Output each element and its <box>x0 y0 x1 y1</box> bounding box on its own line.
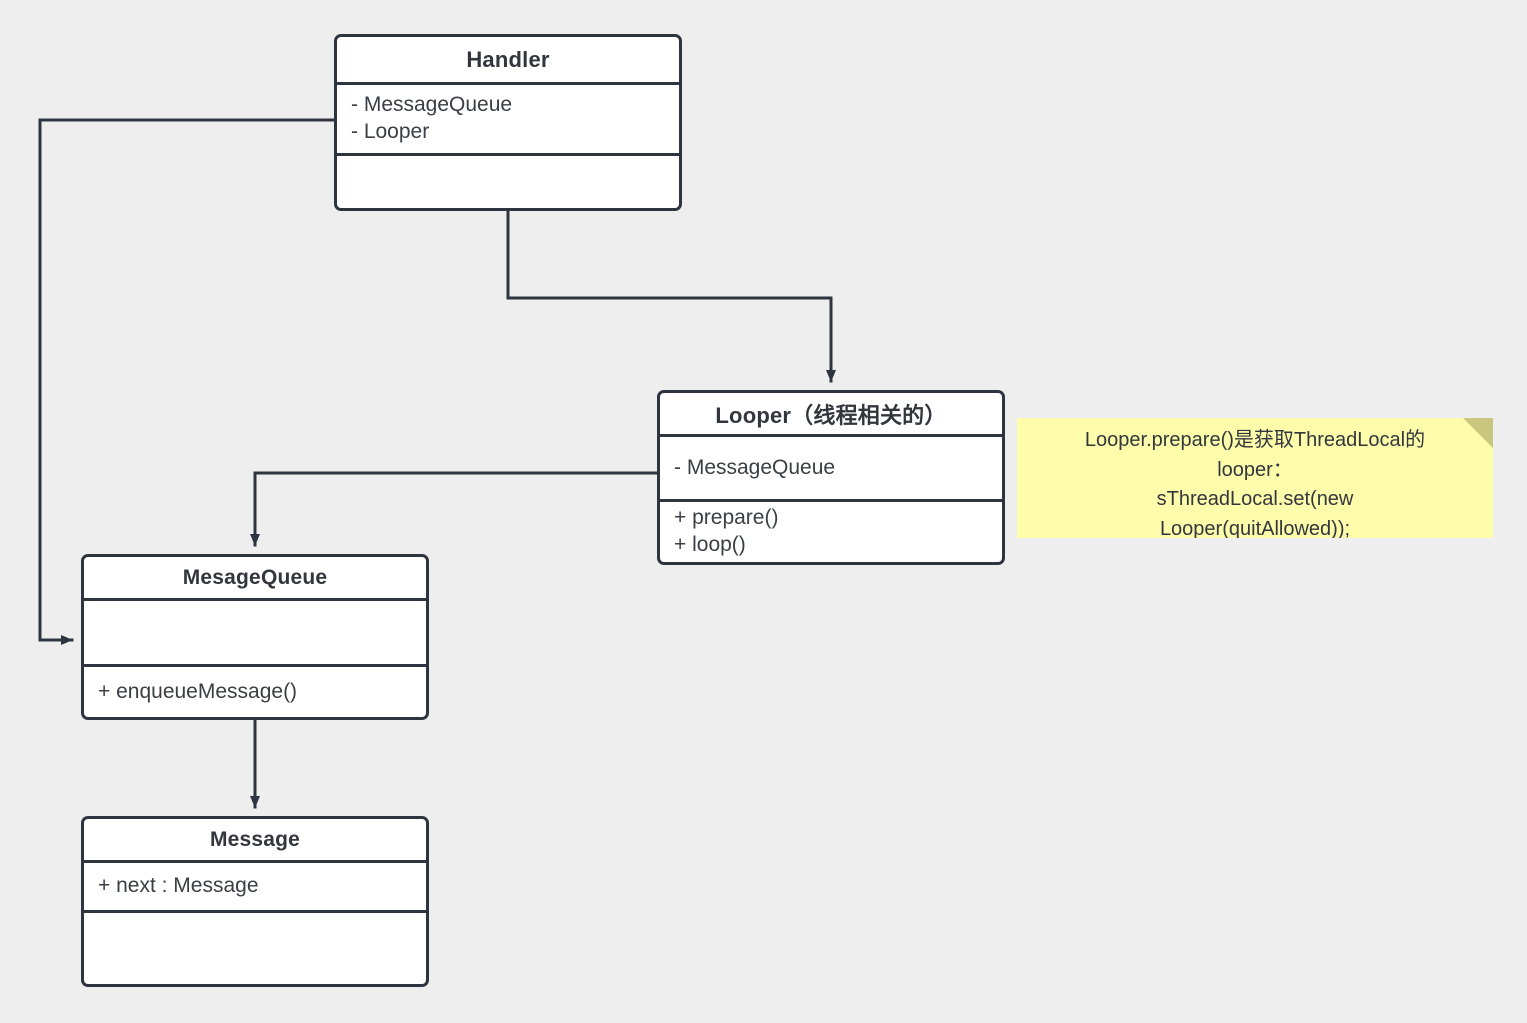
operations-compartment-looper: + prepare() + loop() <box>660 499 1002 562</box>
attribute-row: - Looper <box>351 120 430 143</box>
attribute-row: + next : Message <box>98 874 259 898</box>
note-line: looper： <box>1217 458 1293 481</box>
note-line: Looper(quitAllowed)); <box>1159 517 1351 538</box>
operation-row: + loop() <box>674 533 746 556</box>
operation-row: + enqueueMessage() <box>98 679 298 703</box>
class-name-message: Message <box>209 827 301 851</box>
attributes-compartment-messagequeue <box>84 598 426 664</box>
sticky-note[interactable]: Looper.prepare()是获取ThreadLocal的 looper： … <box>1017 418 1493 538</box>
operation-row: + prepare() <box>674 506 779 530</box>
note-line: Looper.prepare()是获取ThreadLocal的 <box>1084 429 1426 451</box>
class-box-messagequeue[interactable]: MesageQueue + enqueueMessage() <box>81 554 429 720</box>
operations-compartment-handler <box>337 153 679 208</box>
attribute-row: - MessageQueue <box>674 455 836 479</box>
class-box-message[interactable]: Message + next : Message <box>81 816 429 987</box>
operations-compartment-message <box>84 910 426 981</box>
attributes-compartment-handler: - MessageQueue - Looper <box>337 82 679 153</box>
edge-handler-to-messagequeue <box>38 118 336 645</box>
edge-handler-to-looper <box>506 209 836 383</box>
edge-looper-to-messagequeue <box>250 471 659 547</box>
class-name-messagequeue: MesageQueue <box>182 565 328 589</box>
class-name-looper: Looper（线程相关的） <box>715 402 947 428</box>
attribute-row: - MessageQueue <box>351 93 513 117</box>
class-box-handler[interactable]: Handler - MessageQueue - Looper <box>334 34 682 211</box>
class-box-looper[interactable]: Looper（线程相关的） - MessageQueue + prepare()… <box>657 390 1005 565</box>
class-name-handler: Handler <box>466 46 550 72</box>
attributes-compartment-message: + next : Message <box>84 860 426 910</box>
operations-compartment-messagequeue: + enqueueMessage() <box>84 664 426 717</box>
note-fold-corner-icon <box>1463 418 1493 448</box>
note-line: sThreadLocal.set(new <box>1156 488 1354 511</box>
attributes-compartment-looper: - MessageQueue <box>660 434 1002 499</box>
